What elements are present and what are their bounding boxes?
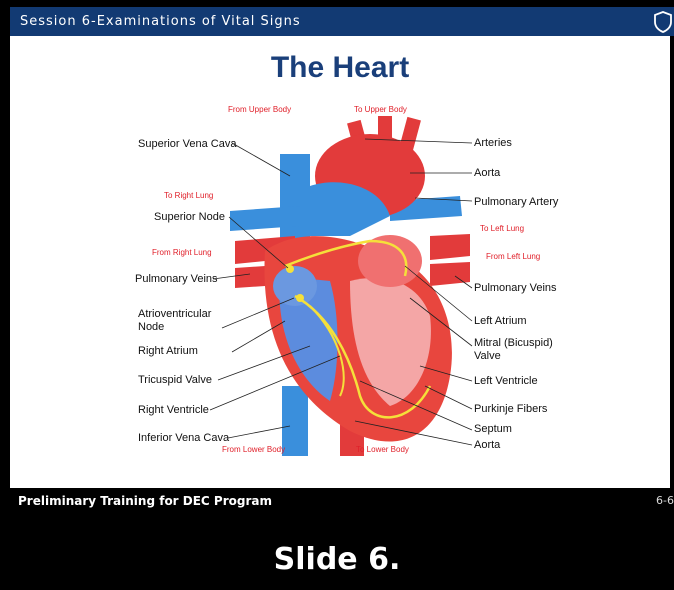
- label-right-ventricle: Right Ventricle: [138, 404, 209, 416]
- flow-to-right-lung: To Right Lung: [164, 191, 213, 200]
- label-aorta-bottom: Aorta: [474, 439, 500, 451]
- label-septum: Septum: [474, 423, 512, 435]
- label-pulmonary-veins-left: Pulmonary Veins: [135, 273, 218, 285]
- flow-from-upper-body: From Upper Body: [228, 105, 291, 114]
- session-header: Session 6-Examinations of Vital Signs: [10, 7, 674, 36]
- left-pulmonary-vein-upper: [430, 234, 470, 260]
- label-left-ventricle: Left Ventricle: [474, 375, 538, 387]
- label-superior-node: Superior Node: [154, 211, 225, 223]
- label-mitral-valve: Mitral (Bicuspid) Valve: [474, 337, 559, 363]
- label-arteries: Arteries: [474, 137, 512, 149]
- label-left-atrium: Left Atrium: [474, 315, 527, 327]
- label-pulmonary-veins-right: Pulmonary Veins: [474, 282, 557, 294]
- label-atrioventricular-node: Atrioventricular Node: [138, 308, 223, 334]
- program-footer: Preliminary Training for DEC Program 6-6: [10, 488, 674, 516]
- right-atrium-chamber: [273, 266, 317, 306]
- label-aorta-top: Aorta: [474, 167, 500, 179]
- label-superior-vena-cava: Superior Vena Cava: [138, 138, 236, 150]
- flow-from-left-lung: From Left Lung: [486, 252, 540, 261]
- slide-canvas: The Heart: [10, 36, 670, 488]
- heart-diagram: [10, 36, 670, 488]
- label-right-atrium: Right Atrium: [138, 345, 198, 357]
- label-inferior-vena-cava: Inferior Vena Cava: [138, 432, 229, 444]
- flow-to-lower-body: To Lower Body: [356, 445, 409, 454]
- slide-caption: Slide 6.: [0, 542, 674, 577]
- flow-from-right-lung: From Right Lung: [152, 248, 212, 257]
- flow-to-left-lung: To Left Lung: [480, 224, 524, 233]
- flow-from-lower-body: From Lower Body: [222, 445, 285, 454]
- page-number: 6-6: [656, 494, 674, 507]
- label-purkinje-fibers: Purkinje Fibers: [474, 403, 547, 415]
- program-title: Preliminary Training for DEC Program: [18, 494, 272, 508]
- session-title: Session 6-Examinations of Vital Signs: [20, 14, 301, 29]
- shield-icon[interactable]: [653, 11, 673, 33]
- inferior-vena-cava-vessel: [282, 386, 308, 456]
- label-tricuspid-valve: Tricuspid Valve: [138, 374, 212, 386]
- label-pulmonary-artery: Pulmonary Artery: [474, 196, 558, 208]
- flow-to-upper-body: To Upper Body: [354, 105, 407, 114]
